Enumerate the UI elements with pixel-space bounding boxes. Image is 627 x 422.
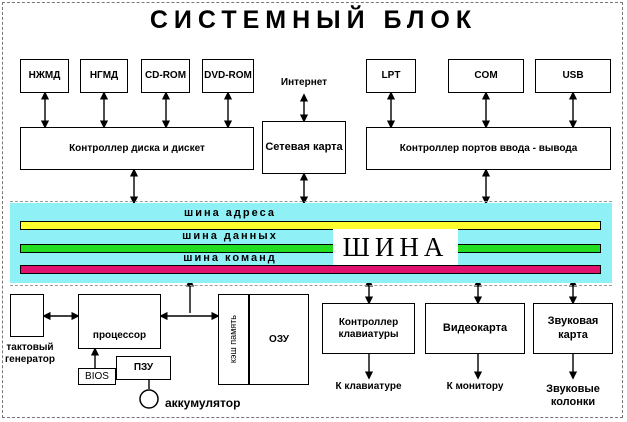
lpt-box: LPT [366, 59, 416, 93]
bios-box: BIOS [78, 368, 116, 385]
usb-box: USB [535, 59, 611, 93]
to-monitor-label: К монитору [446, 381, 504, 392]
processor-box: процессор [78, 294, 161, 349]
com-box: COM [448, 59, 524, 93]
battery-label: аккумулятор [165, 396, 241, 410]
to-keyboard-label: К клавиатуре [335, 381, 402, 392]
outer-frame [2, 2, 623, 418]
keyboard-controller-box: Контроллер клавиатуры [322, 303, 415, 354]
cdrom-box: CD-ROM [141, 59, 190, 93]
sound-card-box: Звуковая карта [533, 303, 613, 354]
video-card-box: Видеокарта [425, 303, 525, 354]
clock-generator-box [10, 294, 44, 337]
bus-bottom-dashed-line [10, 285, 612, 286]
bus-top-dashed-line [10, 201, 612, 202]
port-controller-box: Контроллер портов ввода - вывода [366, 127, 611, 170]
fdd-box: НГМД [80, 59, 128, 93]
dvdrom-box: DVD-ROM [202, 59, 254, 93]
cache-box: кэш память [218, 294, 249, 385]
network-card-box: Сетевая карта [262, 121, 346, 174]
ram-box: ОЗУ [249, 294, 309, 385]
disk-controller-box: Контроллер диска и дискет [20, 127, 254, 170]
data-bus-label: шина данных [182, 230, 278, 242]
clock-generator-label: тактовый генератор [5, 342, 55, 365]
battery-icon [139, 389, 159, 409]
rom-box: ПЗУ [116, 356, 171, 380]
bus-main-label: ШИНА [333, 229, 458, 265]
diagram-title: СИСТЕМНЫЙ БЛОК [149, 6, 478, 34]
data-bus-line [20, 244, 601, 253]
command-bus-line [20, 265, 601, 274]
address-bus-label: шина адреса [184, 207, 276, 219]
address-bus-line [20, 221, 601, 230]
speakers-label: Звуковые колонки [546, 383, 600, 409]
internet-label: Интернет [280, 77, 328, 88]
processor-label: процессор [92, 330, 147, 341]
hdd-box: НЖМД [20, 59, 69, 93]
command-bus-label: шина команд [183, 252, 277, 264]
cache-label: кэш память [228, 315, 239, 364]
